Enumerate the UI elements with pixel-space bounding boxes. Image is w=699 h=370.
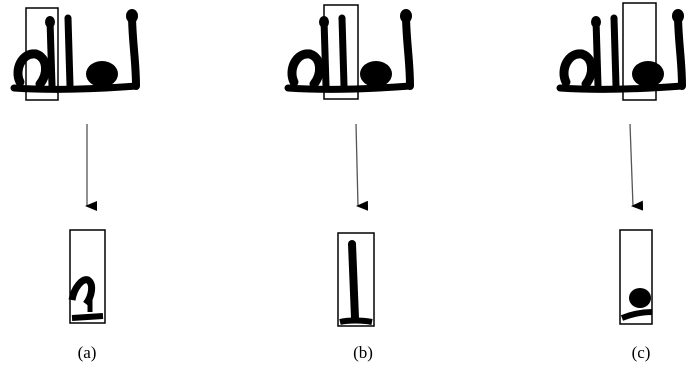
sliding-window-b [323, 4, 359, 100]
down-arrow-c [629, 123, 644, 211]
panel-b [288, 4, 412, 327]
extracted-segment-a [68, 276, 104, 321]
panel-a [14, 7, 138, 324]
extracted-segment-c [620, 288, 653, 321]
arabic-word-image-c [560, 9, 684, 89]
sliding-window-c [622, 2, 657, 101]
panel-label-c: (c) [631, 343, 651, 362]
panel-label-a: (a) [77, 343, 97, 362]
extracted-segment-b [339, 240, 373, 325]
sliding-window-a [25, 7, 59, 101]
extracted-segment-frame-c [619, 229, 653, 325]
down-arrow-b [355, 123, 369, 211]
arabic-word-image-a [14, 9, 138, 89]
arabic-word-image-b [288, 9, 412, 89]
panel-label-b: (b) [353, 343, 373, 362]
panel-c [560, 2, 684, 325]
